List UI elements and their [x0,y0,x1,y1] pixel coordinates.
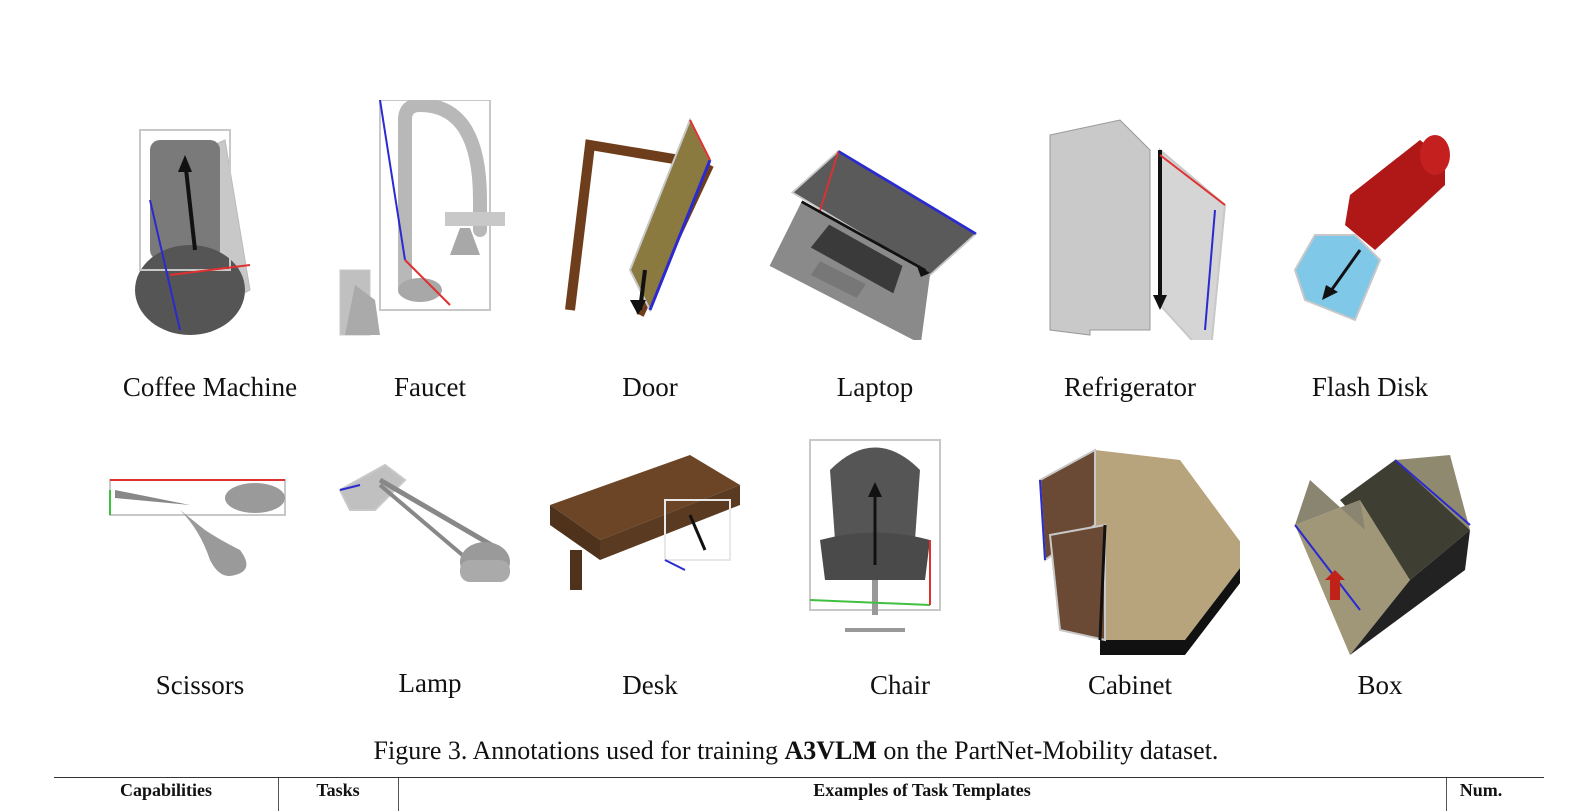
figure-caption: Figure 3. Annotations used for training … [0,736,1592,766]
table-header-capabilities: Capabilities [119,780,212,800]
object-label: Laptop [836,372,914,402]
figure-cell-desk: Desk [540,430,760,720]
figure-cell-refrigerator: Refrigerator [1020,100,1240,402]
figure-cell-box: Box [1270,430,1490,720]
refrigerator-illustration [1049,119,1227,340]
figure-cell-flash-disk: Flash Disk [1260,100,1480,402]
cabinet-illustration [1038,448,1240,655]
object-label: Desk [622,670,678,700]
caption-model-name: A3VLM [784,736,877,765]
figure-cell-lamp: Lamp [320,430,540,720]
figure-cell-laptop: Laptop [765,100,985,402]
object-label: Faucet [394,372,466,402]
table-column-divider [398,778,399,811]
object-label: Cabinet [1088,670,1172,700]
table-header-tasks: Tasks [316,780,360,800]
door-illustration [565,117,714,317]
coffee-machine-illustration [135,129,251,335]
laptop-illustration [769,150,978,340]
object-label: Flash Disk [1311,372,1429,402]
figure-cell-coffee-machine: Coffee Machine [100,100,320,402]
object-label: Chair [870,670,930,700]
object-label: Door [622,372,678,402]
desk-illustration [550,455,740,590]
object-label: Refrigerator [1064,372,1196,402]
flash-disk-illustration [1293,135,1450,322]
chair-illustration [809,439,941,632]
figure-cell-scissors: Scissors [90,430,310,720]
box-illustration [1294,455,1471,655]
table-column-divider [1446,778,1447,811]
scissors-illustration [109,479,286,576]
object-label: Coffee Machine [122,372,298,402]
figure-cell-chair: Chair [790,430,1010,720]
object-label: Lamp [398,668,462,698]
table-header-examples: Examples of Task Templates [813,780,1031,800]
faucet-illustration [339,100,505,336]
figure-cell-cabinet: Cabinet [1020,430,1240,720]
caption-suffix: on the PartNet-Mobility dataset. [876,736,1219,765]
object-label: Box [1357,670,1403,700]
table-top-rule [54,777,1544,778]
caption-prefix: Figure 3. Annotations used for training [373,736,785,765]
table-header-num: Num. [1459,780,1503,800]
object-label: Scissors [155,670,245,700]
lamp-illustration [338,463,510,582]
figure-cell-door: Door [540,100,760,402]
table-column-divider [278,778,279,811]
figure-cell-faucet: Faucet [320,100,540,402]
